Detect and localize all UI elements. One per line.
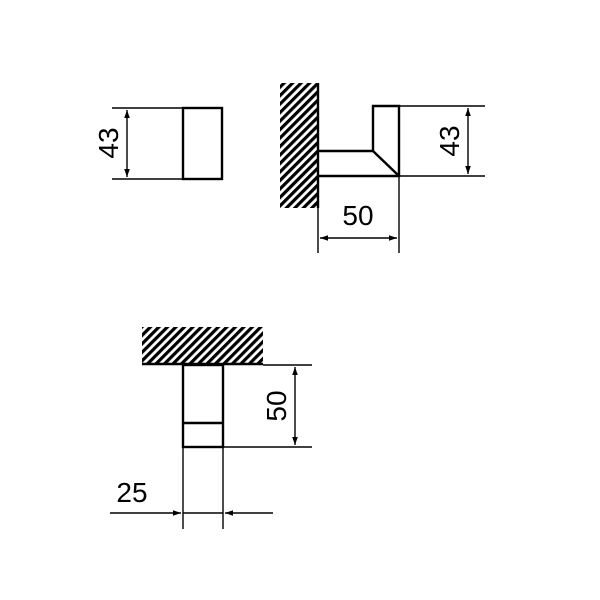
side-projection-label: 50 <box>342 200 373 231</box>
top-projection-label: 50 <box>261 390 292 421</box>
wall-hatch <box>280 83 318 208</box>
top-width-label: 25 <box>116 477 147 508</box>
top-wall-hatch <box>142 327 263 364</box>
front-view: 43 <box>93 106 224 181</box>
side-view: 43 50 <box>280 83 485 253</box>
side-hook-bevel <box>372 150 400 177</box>
front-height-label: 43 <box>93 127 124 158</box>
front-hook-face <box>181 106 224 181</box>
side-height-label: 43 <box>434 125 465 156</box>
top-view: 50 25 <box>110 327 312 529</box>
top-hook-body <box>181 363 225 449</box>
side-hook-profile <box>318 104 401 178</box>
